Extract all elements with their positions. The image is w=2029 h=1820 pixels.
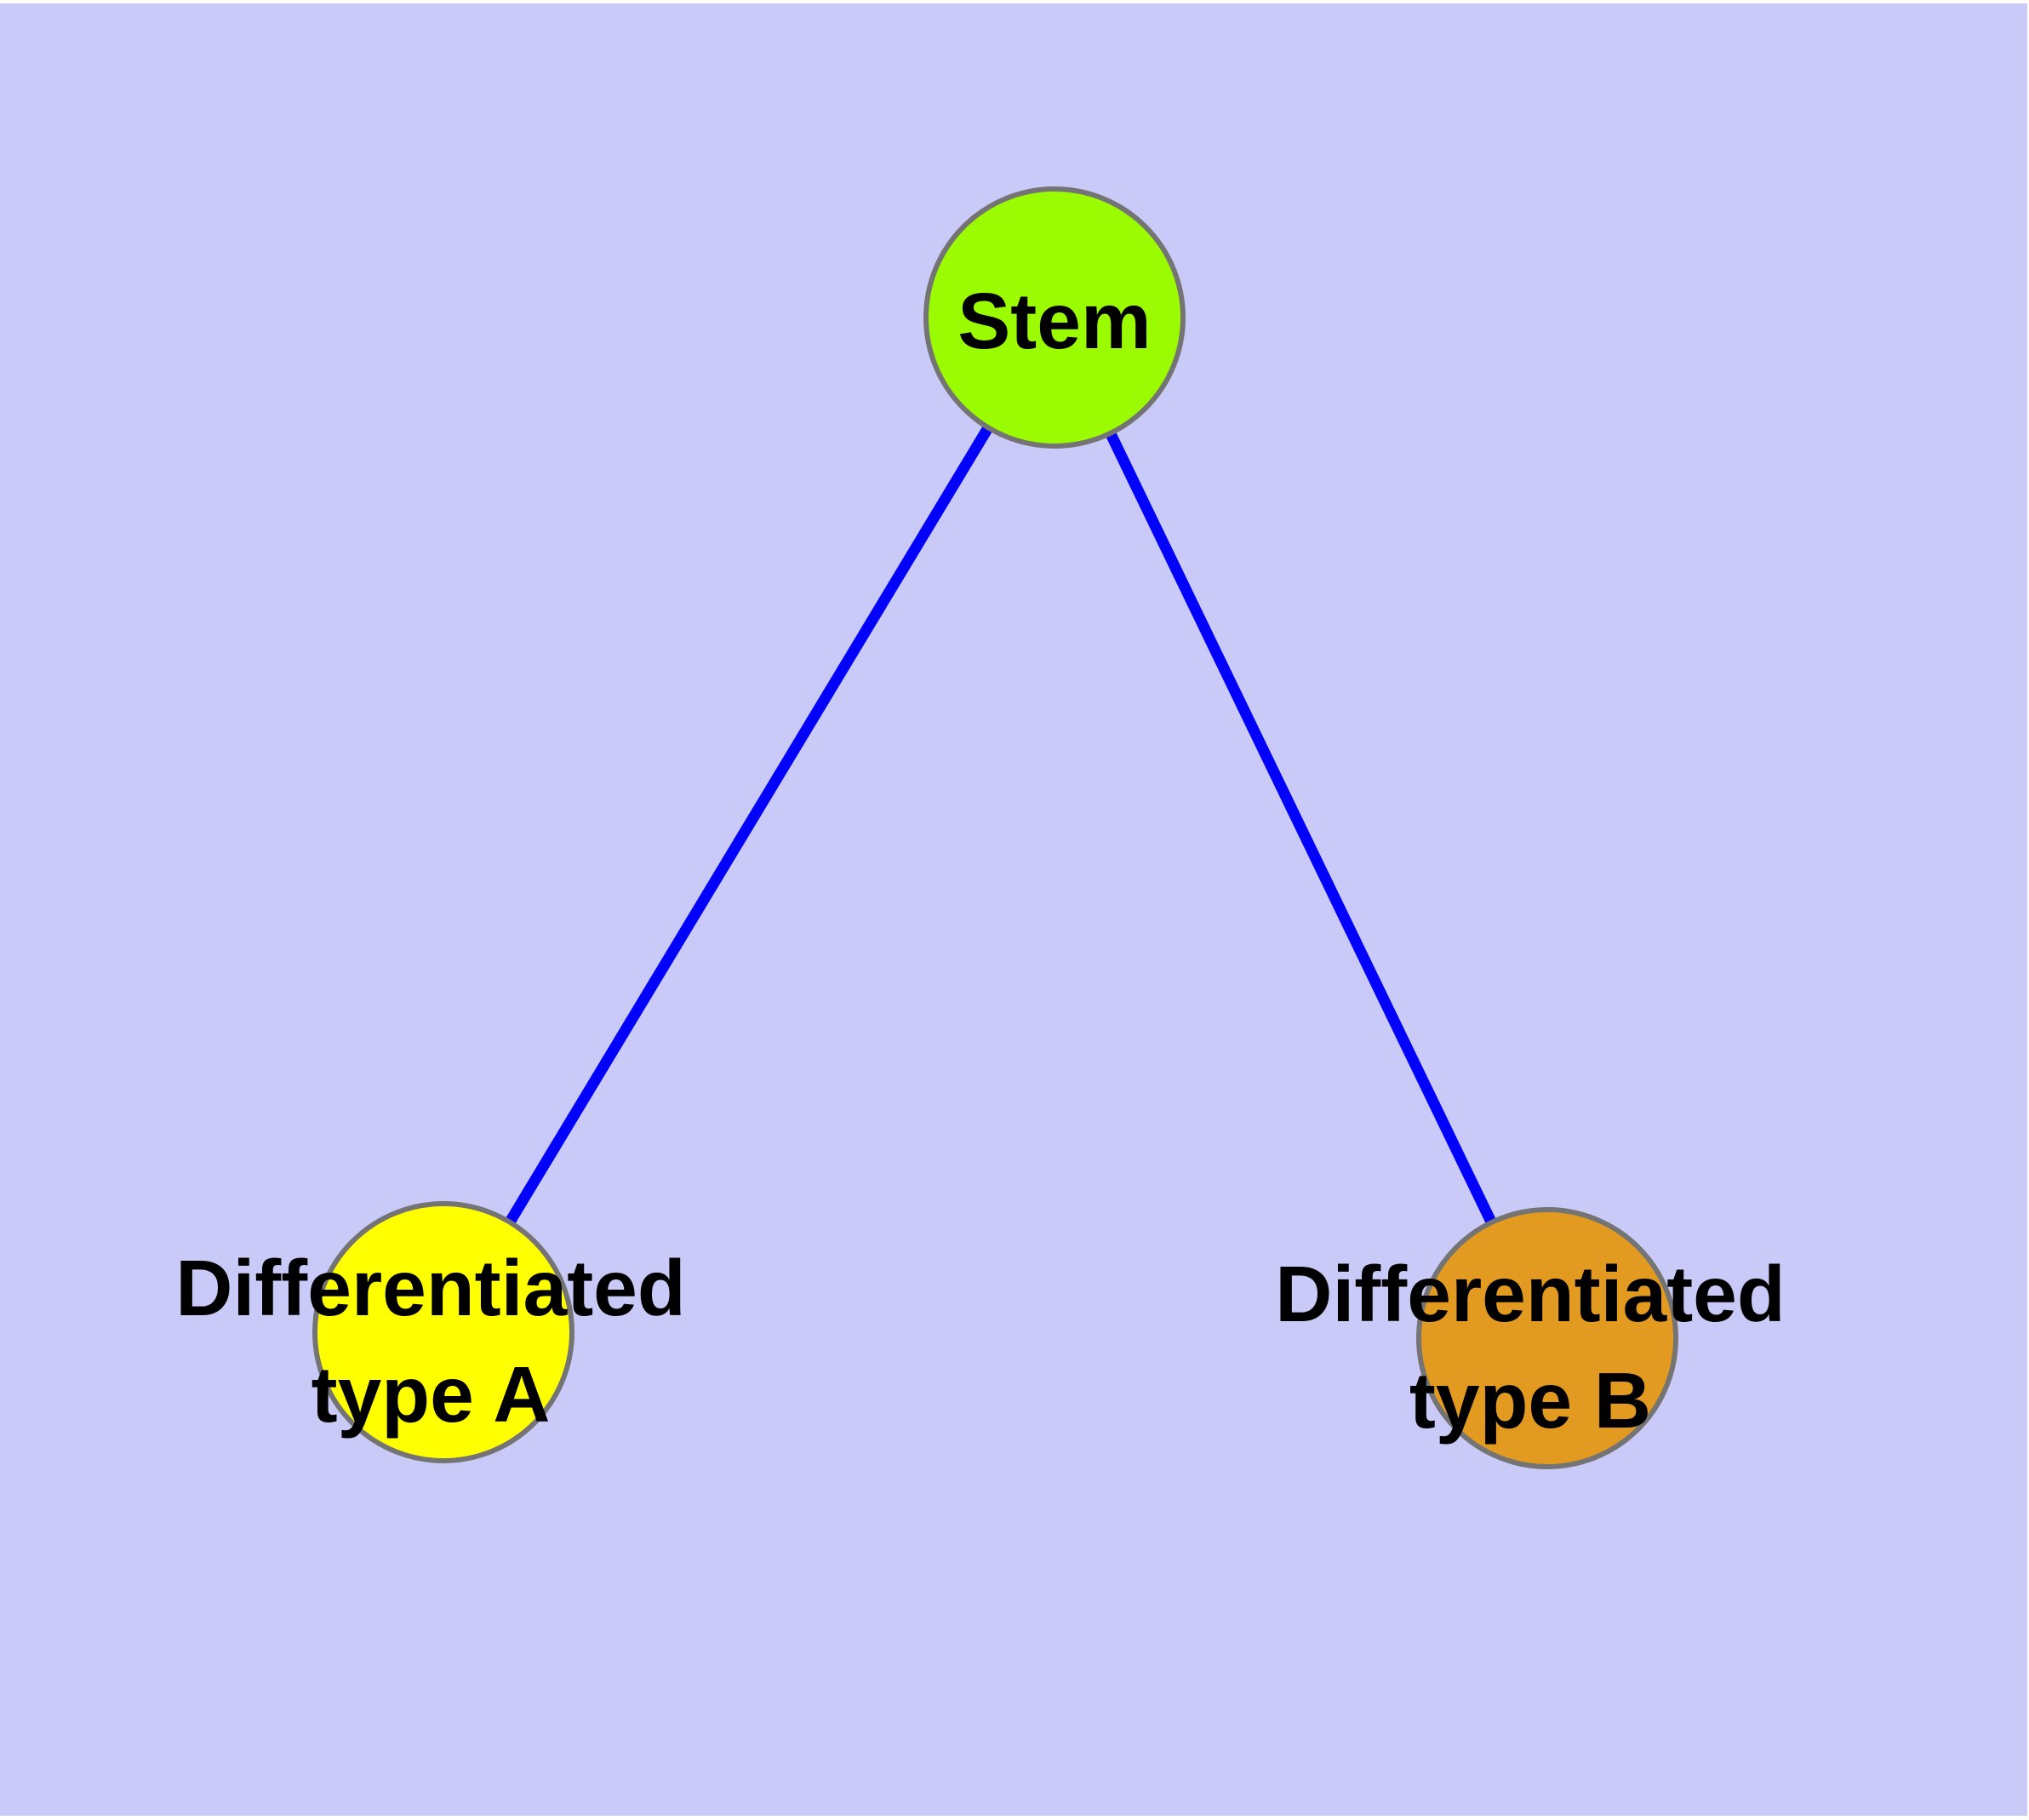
node-type-a-label-line2: type A — [311, 1350, 551, 1439]
node-stem-label: Stem — [957, 277, 1151, 365]
node-type-b-label-line2: type B — [1409, 1356, 1651, 1445]
edge-stem-to-type-b — [1049, 315, 1552, 1341]
node-type-b-circle — [1416, 1207, 1678, 1469]
node-type-b-label-line1: Differentiated — [1275, 1250, 1785, 1338]
node-type-a-label-line1: Differentiated — [175, 1244, 685, 1332]
node-type-a-circle — [312, 1201, 574, 1463]
edge-stem-to-type-a — [438, 314, 1060, 1336]
node-stem-circle — [923, 186, 1186, 449]
